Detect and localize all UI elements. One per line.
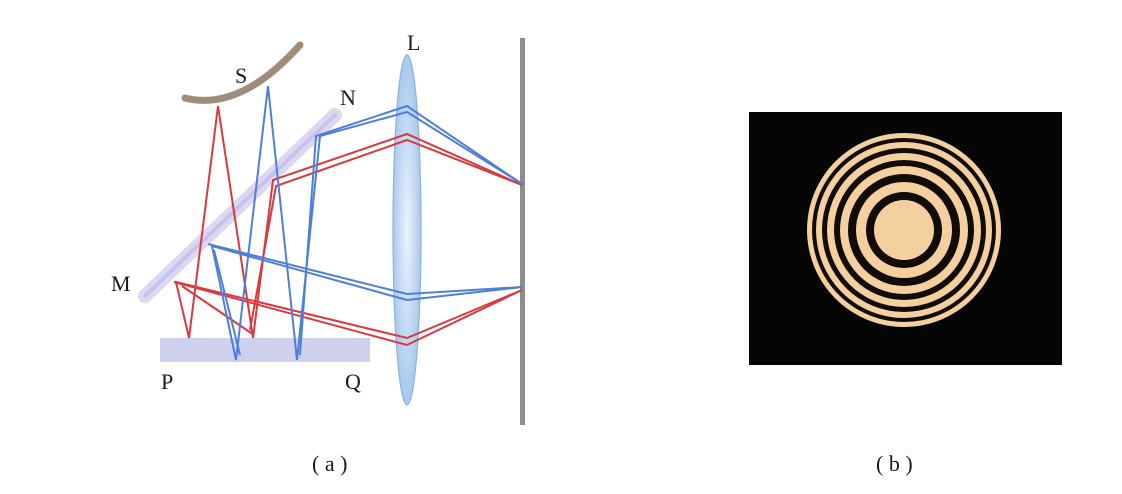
fringe-ring — [874, 200, 934, 260]
blue-rays — [207, 85, 523, 361]
label-n: N — [340, 85, 356, 110]
caption-b: ( b ) — [876, 451, 913, 476]
source-s-arc — [181, 41, 304, 104]
label-q: Q — [345, 369, 361, 394]
label-l: L — [407, 30, 420, 55]
label-p: P — [161, 369, 173, 394]
glass-plate-pq — [160, 338, 370, 362]
panel-b: ( b ) — [749, 112, 1062, 476]
label-s: S — [235, 63, 247, 88]
caption-a: ( a ) — [312, 451, 347, 476]
screen — [520, 38, 525, 425]
interference-rings — [807, 133, 1001, 327]
lens-l — [392, 54, 422, 406]
panel-a: S L N M P Q ( a ) — [111, 30, 525, 476]
label-m: M — [111, 271, 131, 296]
beam-splitter-mn-edge — [143, 113, 337, 298]
